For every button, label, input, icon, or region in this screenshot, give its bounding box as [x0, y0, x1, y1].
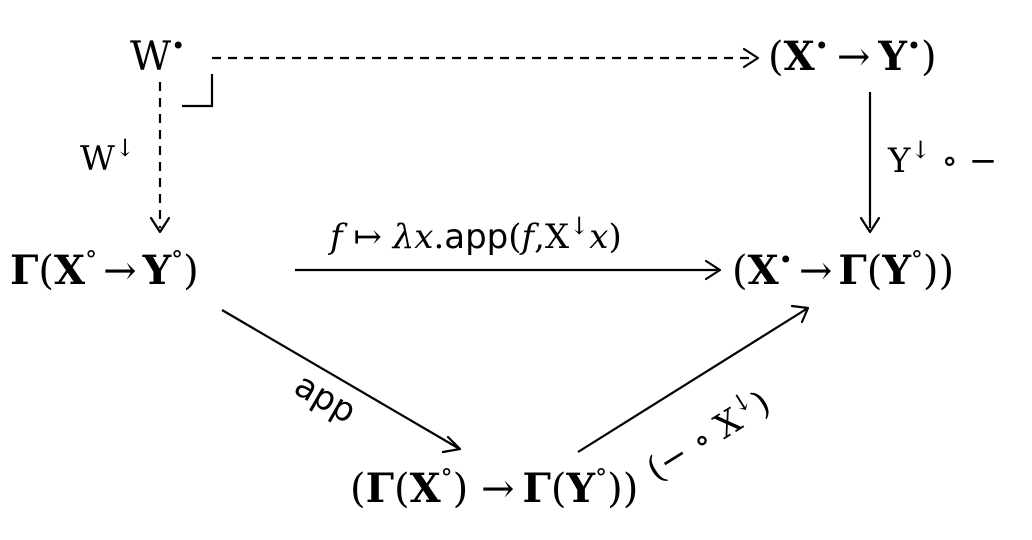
node-gamma-circ-arrow: → [103, 248, 137, 294]
node-gtg-mid: ) → [453, 466, 515, 512]
arrow-y-down-comp [859, 92, 881, 234]
label-lambda-map: f ↦ λx.app(f,X↓x) [327, 212, 622, 257]
label-lm-app: app [444, 217, 508, 257]
node-xbg-x: X [748, 247, 779, 294]
node-xbg-ymark: ° [911, 246, 923, 274]
node-gamma-circ-xmark: ° [85, 246, 97, 274]
arrow-w-to-xy-dashed [212, 47, 760, 69]
node-xbg-open: ( [732, 248, 748, 294]
node-xbg-gamma: Γ [838, 247, 866, 294]
node-x-to-y-bullet: (X•→Y•) [768, 32, 937, 80]
label-w-down-base: W [80, 139, 115, 179]
label-w-down: W↓ [80, 134, 135, 179]
node-x-to-y-bullet-x: X [784, 33, 815, 80]
label-lm-mapsto: ↦ [343, 217, 393, 257]
label-y-down-comp: Y↓ ∘ − [887, 136, 997, 181]
node-xbg-arrow: → [799, 248, 833, 294]
arrow-lambda-map [295, 259, 722, 281]
node-gtg-open: ( [350, 466, 366, 512]
label-lm-open: ( [508, 217, 521, 257]
node-gtg-gamma2: Γ [523, 465, 551, 512]
node-gtg-x: X [410, 465, 441, 512]
node-w-bullet-mark: • [171, 32, 185, 60]
node-gamma-circ-ymark: ° [171, 246, 183, 274]
node-x-to-y-bullet-ymark: • [907, 32, 921, 60]
node-gtg-gamma1: Γ [366, 465, 394, 512]
label-lm-dot: . [433, 217, 444, 257]
label-lm-x: X [545, 217, 570, 257]
node-gamma-circ-close: ) [183, 248, 199, 294]
node-gamma-circ-y: Y [142, 247, 172, 294]
node-gamma-circ-open: ( [38, 248, 54, 294]
label-lm-lambda: λx [391, 217, 434, 257]
label-ydc-base: Y [887, 141, 911, 181]
node-gtg-ymark: ° [595, 464, 607, 492]
label-ydc-rest: ∘ − [931, 141, 998, 181]
label-lm-mark: ↓ [569, 212, 589, 240]
label-ydc-mark: ↓ [910, 136, 930, 164]
label-app: app [288, 365, 363, 432]
node-gamma-to-gamma: (Γ(X°) →Γ(Y°)) [350, 464, 638, 512]
node-x-to-y-bullet-open: ( [768, 34, 784, 80]
label-w-down-mark: ↓ [115, 134, 135, 162]
node-gtg-xmark: ° [441, 464, 453, 492]
node-gamma-circ-gamma: Γ [10, 247, 38, 294]
label-lm-x2: x [589, 217, 608, 257]
node-gamma-circ-x: X [54, 247, 85, 294]
label-lm-comma: , [534, 217, 545, 257]
node-gamma-circ: Γ(X°→Y°) [10, 246, 199, 294]
label-lm-close: ) [608, 217, 621, 257]
label-precomp: (− ∘ X↓) [637, 379, 778, 490]
arrow-w-down-dashed [149, 82, 171, 234]
arrow-app [221, 309, 462, 454]
pullback-corner [182, 74, 214, 108]
node-x-bullet-to-gamma: (X•→Γ(Y°)) [732, 246, 954, 294]
node-xbg-close: )) [923, 248, 954, 294]
node-gtg-close: )) [607, 466, 638, 512]
node-x-to-y-bullet-xmark: • [815, 32, 829, 60]
node-w-bullet: W• [130, 32, 185, 80]
node-xbg-y: Y [881, 247, 911, 294]
arrow-precomp [577, 304, 810, 453]
node-gtg-inner-open1: ( [394, 466, 410, 512]
node-x-to-y-bullet-arrow: → [837, 34, 871, 80]
node-w-bullet-base: W [130, 34, 171, 80]
node-xbg-inner-open: ( [867, 248, 883, 294]
node-x-to-y-bullet-y: Y [877, 33, 907, 80]
node-gtg-y: Y [566, 465, 596, 512]
node-gtg-inner-open2: ( [551, 466, 567, 512]
node-x-to-y-bullet-close: ) [921, 34, 937, 80]
node-xbg-xmark: • [779, 246, 793, 274]
